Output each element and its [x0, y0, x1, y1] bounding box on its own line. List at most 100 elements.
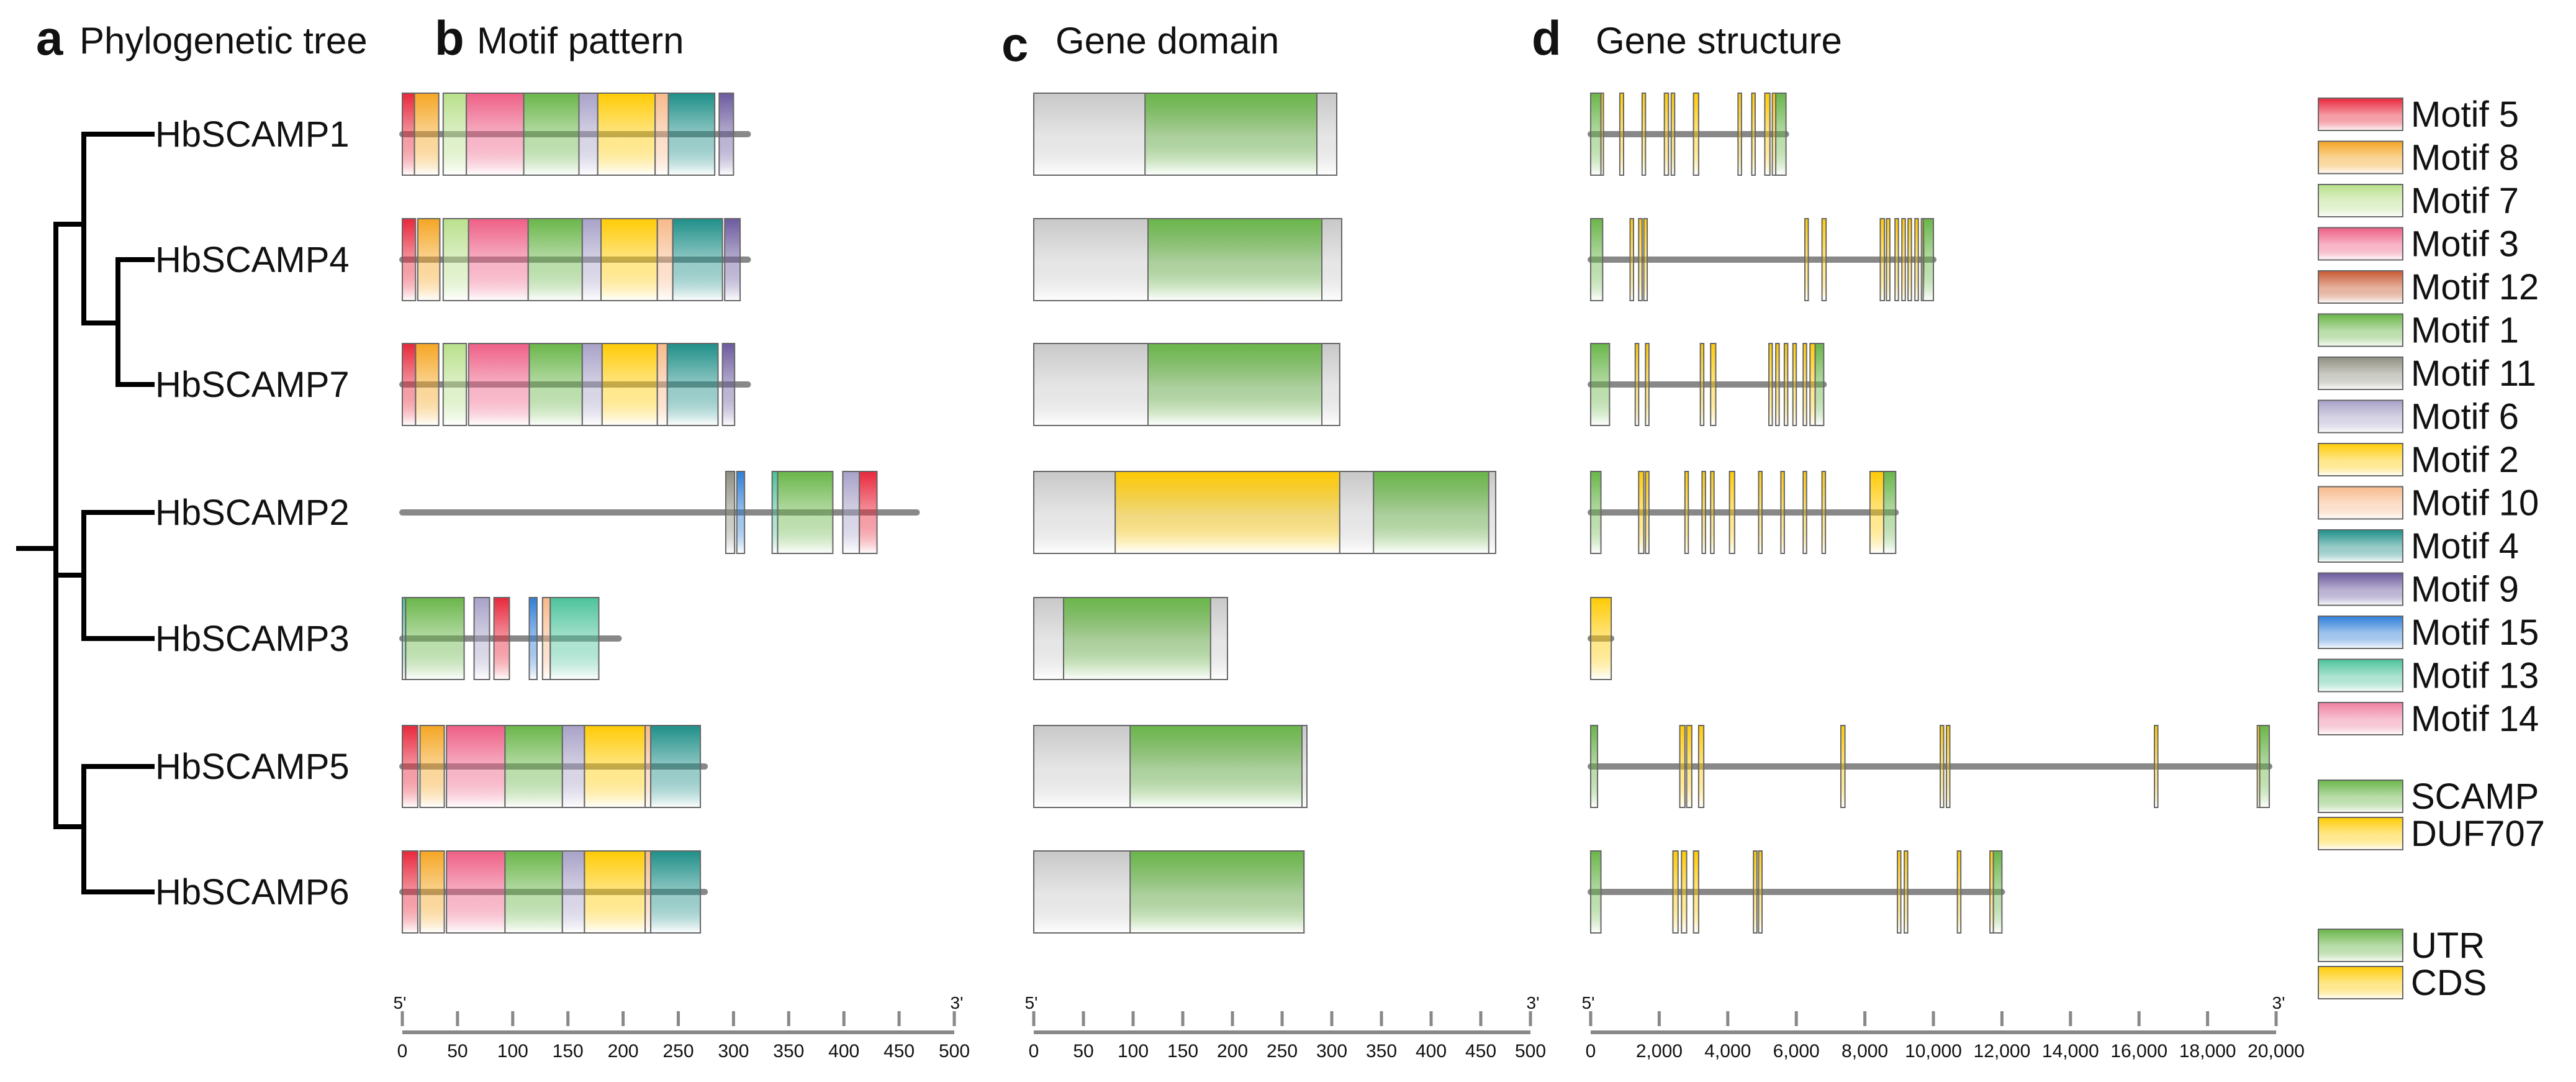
cds-block [1764, 93, 1771, 176]
scamp-block [1129, 725, 1303, 808]
cds-block [2154, 725, 2159, 808]
legend-item-motif-11: Motif 11 [2318, 353, 2536, 394]
legend-item-motif-9: Motif 9 [2318, 570, 2519, 610]
motif-5-block [859, 471, 878, 554]
cds-block [1697, 725, 1705, 808]
tick-label: 8,000 [1842, 1041, 1888, 1062]
hbscamp4-structure-row [1588, 218, 1937, 301]
axis-start-label: 5' [394, 993, 407, 1012]
motif-10-block [644, 850, 652, 934]
tick-label: 150 [1167, 1041, 1198, 1062]
axis-end-label: 3' [951, 993, 964, 1012]
hbscamp3-structure-row [1588, 597, 1615, 680]
legend-item-motif-4: Motif 4 [2318, 526, 2519, 566]
cds-block [1804, 218, 1809, 301]
hbscamp1-structure-row [1588, 93, 1789, 176]
legend-label: Motif 2 [2411, 440, 2519, 480]
motif-5-block [493, 597, 510, 680]
legend-label: DUF707 [2411, 814, 2545, 854]
duf707-block [1114, 471, 1340, 554]
legend-label: Motif 3 [2411, 224, 2519, 265]
gene-label: HbSCAMP3 [155, 619, 350, 659]
legend-item-cds: CDS [2318, 963, 2487, 1003]
motif-3-block [466, 93, 525, 176]
motif-15-block [736, 471, 746, 554]
panel-letter-c: c [1001, 17, 1028, 71]
legend-item-motif-6: Motif 6 [2318, 397, 2519, 437]
tick-label: 300 [1316, 1041, 1347, 1062]
gene-label: HbSCAMP2 [155, 493, 350, 533]
utr-block [1814, 343, 1825, 426]
motif-7-block [442, 343, 468, 426]
tick-label: 14,000 [2042, 1041, 2099, 1062]
motif-15-block [528, 597, 538, 680]
motif-10-block [656, 218, 674, 301]
cds-block [1897, 850, 1902, 934]
utr-block [1882, 471, 1897, 554]
hbscamp7-motif-row [399, 343, 751, 426]
cds-block [1692, 850, 1699, 934]
utr-block [1590, 850, 1602, 934]
motif-5-block [402, 93, 415, 176]
motif-2-block [584, 725, 646, 808]
panel-letter-b: b [435, 11, 464, 65]
panel-title-c: Gene domain [1055, 20, 1279, 61]
axis-start-label: 5' [1582, 993, 1595, 1012]
hbscamp3-motif-row [399, 597, 622, 680]
legend-item-motif-1: Motif 1 [2318, 311, 2519, 351]
legend-item-motif-13: Motif 13 [2318, 656, 2539, 696]
panel-header-a: a Phylogenetic tree [36, 11, 368, 65]
legend-swatch [2318, 313, 2403, 347]
utr-block [1922, 218, 1934, 301]
motif-1-block [405, 597, 465, 680]
cds-block [1670, 93, 1676, 176]
legend-item-motif-10: Motif 10 [2318, 483, 2539, 524]
tick-label: 100 [497, 1041, 528, 1062]
cds-block [1907, 218, 1912, 301]
utr-block [1590, 218, 1604, 301]
cds-block [1802, 343, 1807, 426]
cds-block [1701, 471, 1706, 554]
motif-10-block [644, 725, 652, 808]
gene-structure-panel [1588, 93, 2272, 934]
legend-swatch [2318, 616, 2403, 649]
hbscamp6-structure-row [1588, 850, 2005, 934]
legend-item-motif-3: Motif 3 [2318, 224, 2519, 265]
tick-label: 300 [718, 1041, 749, 1062]
motif-pattern-panel [399, 93, 920, 934]
cds-block [1710, 471, 1715, 554]
legend-swatch [2318, 966, 2403, 999]
motif-1-block [777, 471, 834, 554]
legend-label: Motif 7 [2411, 181, 2519, 221]
cds-block [1780, 471, 1785, 554]
cds-block [1904, 850, 1909, 934]
legend-label: CDS [2411, 963, 2487, 1003]
cds-block [1956, 850, 1962, 934]
motif-1-block [523, 93, 580, 176]
motif-6-block [581, 218, 602, 301]
motif-3-block [468, 218, 529, 301]
cds-block [1840, 725, 1846, 808]
motif-3-block [468, 343, 530, 426]
cds-block [1638, 218, 1643, 301]
legend-label: Motif 14 [2411, 699, 2539, 739]
cds-block [1894, 218, 1899, 301]
cds-block [1641, 93, 1647, 176]
cds-block [1600, 93, 1604, 176]
legend-swatch [2318, 658, 2403, 693]
legend-label: Motif 8 [2411, 138, 2519, 178]
motif-1-block [527, 218, 583, 301]
motif-8-block [414, 93, 440, 176]
hbscamp4-motif-row [399, 218, 751, 301]
hbscamp2-motif-row [399, 471, 920, 554]
panel-header-b: b Motif pattern [435, 11, 684, 65]
motif-9-block [718, 93, 734, 176]
scamp-block [1129, 850, 1305, 934]
legend-label: Motif 10 [2411, 483, 2539, 524]
scamp-block [1373, 471, 1489, 554]
legend-swatch [2318, 140, 2403, 175]
utr-block [2259, 725, 2270, 808]
